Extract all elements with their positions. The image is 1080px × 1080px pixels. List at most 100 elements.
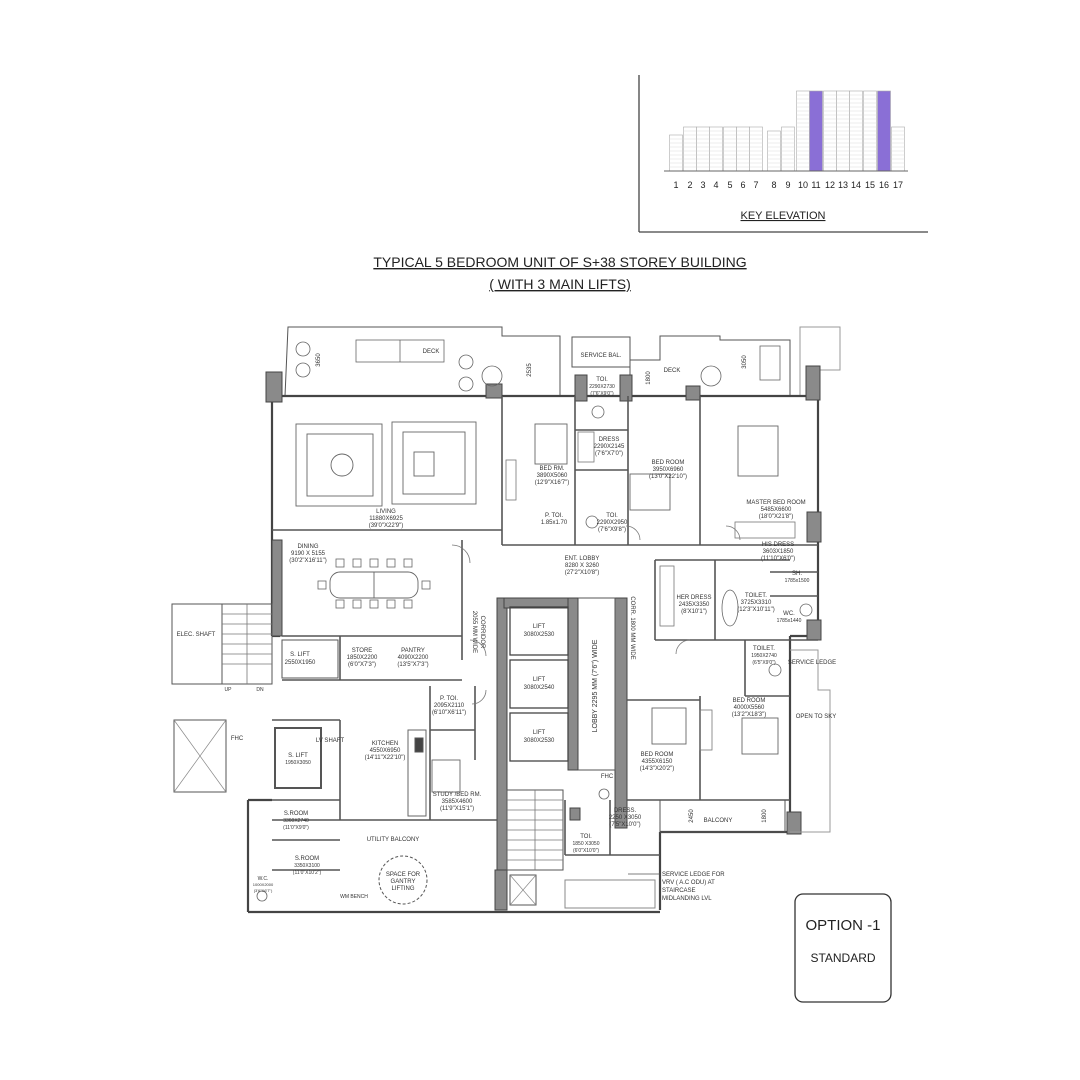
elevation-tower-6 <box>736 126 750 172</box>
gantry-line-2: GANTRY <box>391 879 416 885</box>
his-dress-imperial: (11'10"X6'0") <box>761 556 795 562</box>
toilet2-name: TOI. <box>606 513 618 519</box>
entrance-lobby-size: 8280 X 3260 <box>565 563 600 569</box>
pantry-size: 4090X2200 <box>398 655 429 661</box>
bed3-name: BED ROOM <box>733 698 766 704</box>
his-dress-name: HIS DRESS <box>762 542 794 548</box>
bed2-imperial: (13'0"X22'10") <box>649 474 687 480</box>
servant-room-1-size: 3360X2740 <box>283 818 309 824</box>
lift-3-name: LIFT <box>533 730 546 736</box>
dress1-name: DRESS <box>599 437 620 443</box>
dining-table <box>329 571 419 599</box>
elevation-label-8: 8 <box>771 180 776 190</box>
toilet3-imperial: (6'0"X10'0") <box>573 848 599 854</box>
master-bedroom-size: 5485X6600 <box>761 507 792 513</box>
lift-lobby <box>578 597 616 771</box>
toilet2-size: 2290X2950 <box>597 520 628 526</box>
elevation-label-11: 11 <box>811 180 820 190</box>
dining-chair <box>386 599 396 609</box>
option-box-frame <box>794 893 892 1003</box>
bed4-imperial: (14'3"X20'2") <box>640 766 675 772</box>
bottom-stair-treads <box>507 790 563 870</box>
study-name: STUDY /BED RM. <box>433 792 482 798</box>
dining-chair <box>335 558 345 568</box>
bed1-imperial: (12'9"X16'7") <box>535 480 570 486</box>
lift-1-name: LIFT <box>533 624 546 630</box>
dining-chairs <box>317 558 431 609</box>
dining-imperial: (30'2"X16'11") <box>289 558 326 564</box>
lobby-width-label: LOBBY 2295 MM (7'6") WIDE <box>592 639 599 732</box>
dim-2535: 2535 <box>527 363 533 377</box>
store-size: 1850X2200 <box>347 655 378 661</box>
dining-chair <box>352 558 362 568</box>
servant-room-2-size: 3350X3100 <box>294 863 320 869</box>
shower-name: SH. <box>792 571 802 577</box>
pantry-name: PANTRY <box>401 648 425 654</box>
master-bedroom-imperial: (18'0"X21'8") <box>759 514 794 520</box>
toilet-top-imperial: (7'6"X9'0") <box>590 391 614 397</box>
store-imperial: (6'0"X7'3") <box>348 662 376 668</box>
toilet-top-name: TOI. <box>596 377 608 383</box>
dress1-size: 2290X2145 <box>594 444 625 450</box>
exterior-walls <box>246 394 820 914</box>
elevation-tower-3 <box>696 126 710 172</box>
corridor-width: 2055 MM WIDE <box>471 611 477 653</box>
study-imperial: (11'9"X15'1") <box>440 806 474 812</box>
stair-down-label: DN <box>256 687 264 693</box>
dining-chair <box>335 599 345 609</box>
stair-up-label: UP <box>225 687 233 693</box>
wm-bench-label: WM BENCH <box>340 894 368 900</box>
his-dress-size: 3603X1850 <box>763 549 794 555</box>
shower-size: 1785x1500 <box>785 578 810 584</box>
toilet2-bed-imperial: (6'5"X9'0") <box>752 660 776 666</box>
fhc-mid-label: FHC <box>601 774 614 780</box>
utility-balcony-label: UTILITY BALCONY <box>367 837 420 843</box>
master-toilet-imperial: (12'3"X10'11") <box>737 607 774 613</box>
elevation-label-17: 17 <box>893 180 903 190</box>
bed4-size: 4355X6150 <box>642 759 673 765</box>
bed3-imperial: (13'2"X18'3") <box>732 712 767 718</box>
dining-chair <box>403 599 413 609</box>
service-balcony-outline <box>571 336 631 368</box>
dim-1800-balcony: 1800 <box>762 809 768 823</box>
lift-1-size: 3080X2530 <box>524 632 555 638</box>
elevation-label-4: 4 <box>713 180 718 190</box>
elevation-tower-16 <box>877 90 891 172</box>
lv-shaft-label: LV SHAFT <box>316 738 345 744</box>
dining-name: DINING <box>298 544 319 550</box>
elevation-label-7: 7 <box>753 180 758 190</box>
gantry-line-1: SPACE FOR <box>386 872 421 878</box>
living-furniture <box>295 421 477 507</box>
elevation-label-16: 16 <box>879 180 889 190</box>
vrv-note-line-3: STAIRCASE <box>662 888 696 894</box>
wc2-size: 1000X2000 <box>253 882 274 887</box>
bottom-service-box <box>509 874 537 906</box>
lift-2-size: 3080X2540 <box>524 685 555 691</box>
dress2-size: 2250 X3050 <box>609 815 642 821</box>
bed2-size: 3950X6960 <box>653 467 684 473</box>
balcony-outline <box>659 799 786 833</box>
master-bedroom-name: MASTER BED ROOM <box>746 500 805 506</box>
elevation-tower-5 <box>723 126 737 172</box>
living-name: LIVING <box>376 509 396 515</box>
dress2-name: DRESS. <box>614 808 637 814</box>
servant-room-2-name: S.ROOM <box>295 856 319 862</box>
her-dress-name: HER DRESS <box>676 595 711 601</box>
kitchen-name: KITCHEN <box>372 741 398 747</box>
open-to-sky-label: OPEN TO SKY <box>796 714 836 720</box>
elevation-label-9: 9 <box>785 180 790 190</box>
toilet2-bed-size: 1950X2740 <box>751 653 777 659</box>
wc2-name: W.C. <box>258 876 269 882</box>
dress1-imperial: (7'6"X7'0") <box>595 451 623 457</box>
service-lift-1 <box>281 639 339 679</box>
beds <box>431 423 779 793</box>
plan-title: TYPICAL 5 BEDROOM UNIT OF S+38 STOREY BU… <box>373 254 746 270</box>
structural-columns <box>265 365 822 911</box>
key-elevation-bars <box>669 90 905 172</box>
elevation-label-12: 12 <box>825 180 835 190</box>
servant-room-1-name: S.ROOM <box>284 811 308 817</box>
bed1-size: 3890X5060 <box>537 473 568 479</box>
dim-3050: 3050 <box>742 355 748 369</box>
